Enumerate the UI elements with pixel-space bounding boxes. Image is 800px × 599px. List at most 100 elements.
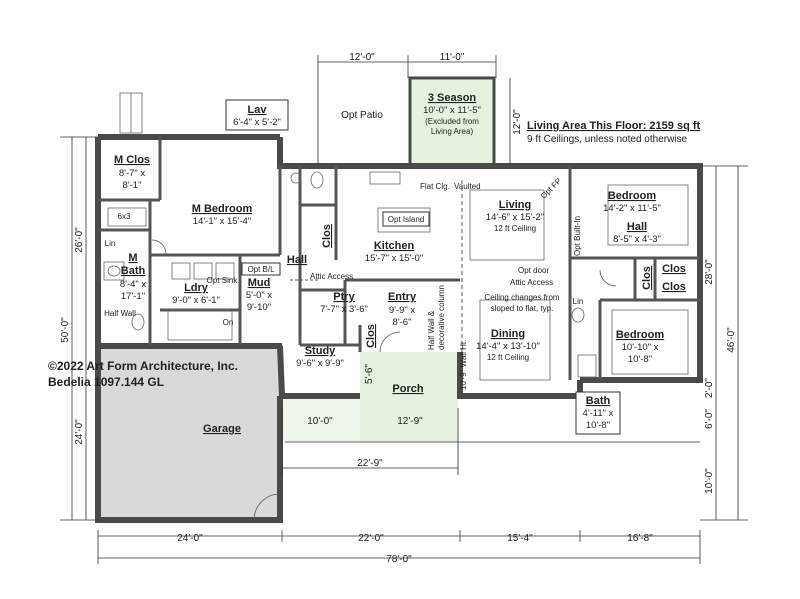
lav-name: Lav xyxy=(248,104,268,116)
ldry-name: Ldry xyxy=(184,282,209,294)
m-bath-size1: 8'-4" x xyxy=(120,279,147,290)
living-note: 12 ft Ceiling xyxy=(494,224,536,233)
three-season-note1: (Excluded from xyxy=(425,117,479,126)
dim-top-11: 11'-0" xyxy=(440,52,465,63)
porch-step xyxy=(282,396,360,442)
dim-porch-12-9: 12'-9" xyxy=(397,416,423,427)
dim-bot-22: 22'-0" xyxy=(358,533,384,544)
door-swings xyxy=(151,239,617,521)
lin-right-label: Lin xyxy=(573,297,584,306)
m-clos-name: M Clos xyxy=(114,154,150,166)
copyright-line2: Bedelia 1097.144 GL xyxy=(48,375,164,389)
bedroom1-name: Bedroom xyxy=(608,190,657,202)
entry-size2: 8'-6" xyxy=(393,317,412,328)
bath-size2: 10'-8" xyxy=(586,420,610,431)
porch-floor xyxy=(360,352,458,442)
dimension-lines xyxy=(60,55,748,564)
living-size: 14'-6" x 15'-2" xyxy=(486,212,544,223)
attic-access-left: Attic Access xyxy=(310,272,353,281)
lin-left-label: Lin xyxy=(105,239,116,248)
vaulted-label: Vaulted xyxy=(454,182,481,191)
three-season-floor xyxy=(410,78,494,164)
dining-size: 14'-4" x 13'-10" xyxy=(476,341,540,352)
opt-builtin-label: Opt Built-In xyxy=(573,216,582,256)
dim-porch-5-6: 5'-6" xyxy=(364,364,375,384)
m-clos-size1: 8'-7" x xyxy=(119,168,146,179)
bedroom2-size1: 10'-10" x xyxy=(622,342,659,353)
m-bath-name: M xyxy=(128,252,137,264)
ceiling-change-1: Ceiling changes from xyxy=(484,293,559,302)
opt-bl-box xyxy=(241,262,281,276)
living-name: Living xyxy=(499,199,531,211)
flat-clg-label: Flat Clg. xyxy=(420,182,450,191)
dim-left-26: 26'-0" xyxy=(74,227,85,253)
copyright-line1: ©2022 Art Form Architecture, Inc. xyxy=(48,359,238,373)
mud-size1: 5'-0" x xyxy=(246,290,273,301)
opt-bl-label: Opt B/L xyxy=(247,265,275,274)
bath-size1: 4'-11" x xyxy=(583,408,614,419)
wall-height-label: 10'-9" Wall Ht. xyxy=(459,340,468,390)
on-label: On xyxy=(223,318,234,327)
entry-name: Entry xyxy=(388,291,417,303)
three-season-name: 3 Season xyxy=(428,92,477,104)
attic-access-right: Attic Access xyxy=(510,278,553,287)
ptry-name: Ptry xyxy=(333,291,355,303)
study-name: Study xyxy=(305,345,336,357)
bedroom2-size2: 10'-8" xyxy=(628,354,652,365)
opt-sink-label: Opt Sink xyxy=(207,276,239,285)
hall-right-size: 8'-5" x 4'-3" xyxy=(613,234,661,245)
dim-right-46: 46'-0" xyxy=(726,327,737,353)
bedroom2-name: Bedroom xyxy=(616,329,665,341)
ldry-size: 9'-0" x 6'-1" xyxy=(172,295,220,306)
clos-right-1: Clos xyxy=(662,263,686,275)
garage-name: Garage xyxy=(203,423,241,435)
dim-right-2: 2'-0" xyxy=(704,378,715,398)
entry-size1: 9'-9" x xyxy=(389,305,416,316)
dim-bot-15-4: 15'-4" xyxy=(507,533,533,544)
lav-label-box xyxy=(225,99,289,131)
dim-right-6: 6'-0" xyxy=(704,409,715,429)
decorative-col-label: decorative column xyxy=(437,285,446,350)
dim-bot-78: 78'-0" xyxy=(386,554,412,565)
m-bath-name2: Bath xyxy=(121,265,146,277)
dim-right-10: 10'-0" xyxy=(704,468,715,494)
mud-size2: 9'-10" xyxy=(247,302,271,313)
lav-size: 6'-4" x 5'-2" xyxy=(233,117,281,128)
clos-right-vert: Clos xyxy=(641,266,653,290)
porch-name: Porch xyxy=(392,383,423,395)
bath-label-box xyxy=(575,391,621,435)
dim-porch-22-9: 22'-9" xyxy=(357,458,383,469)
m-bedroom-size: 14'-1" x 15'-4" xyxy=(193,216,251,227)
m-bedroom-name: M Bedroom xyxy=(192,203,253,215)
garage-floor xyxy=(98,346,280,520)
hall-right-name: Hall xyxy=(627,221,647,233)
dim-bot-24: 24'-0" xyxy=(177,533,203,544)
interior-walls xyxy=(98,137,700,380)
opt-patio-label: Opt Patio xyxy=(341,110,383,121)
dim-bot-16-8: 16'-8" xyxy=(627,533,653,544)
kitchen-size: 15'-7" x 15'-0" xyxy=(365,253,423,264)
dim-right-12: 12'-0" xyxy=(512,109,523,135)
ceiling-change-2: sloped to flat, typ. xyxy=(491,304,554,313)
half-wall-col-label: Half Wall & xyxy=(427,310,436,350)
dim-top-12: 12'-0" xyxy=(349,52,375,63)
six-by-three-label: 6x3 xyxy=(118,212,131,221)
dim-porch-10: 10'-0" xyxy=(307,416,333,427)
bath-name: Bath xyxy=(586,395,611,407)
half-wall-label: Half Wall xyxy=(104,309,136,318)
dining-note: 12 ft Ceiling xyxy=(487,353,529,362)
m-bath-size2: 17'-1" xyxy=(121,291,145,302)
m-clos-size2: 8'-1" xyxy=(123,180,142,191)
bedroom1-size: 14'-2" x 11'-5" xyxy=(603,203,661,214)
opt-island-label: Opt Island xyxy=(388,215,424,224)
ptry-size: 7'-7" x 3'-6" xyxy=(320,304,368,315)
kitchen-name: Kitchen xyxy=(374,240,415,252)
clos-right-2: Clos xyxy=(662,281,686,293)
clos-entry-label: Clos xyxy=(365,324,377,348)
mud-name: Mud xyxy=(248,277,271,289)
opt-fp-label: Opt FP xyxy=(539,176,563,200)
clos-hall-label: Clos xyxy=(321,224,333,248)
dim-left-24: 24'-0" xyxy=(74,419,85,445)
living-area-title: Living Area This Floor: 2159 sq ft xyxy=(527,120,701,132)
